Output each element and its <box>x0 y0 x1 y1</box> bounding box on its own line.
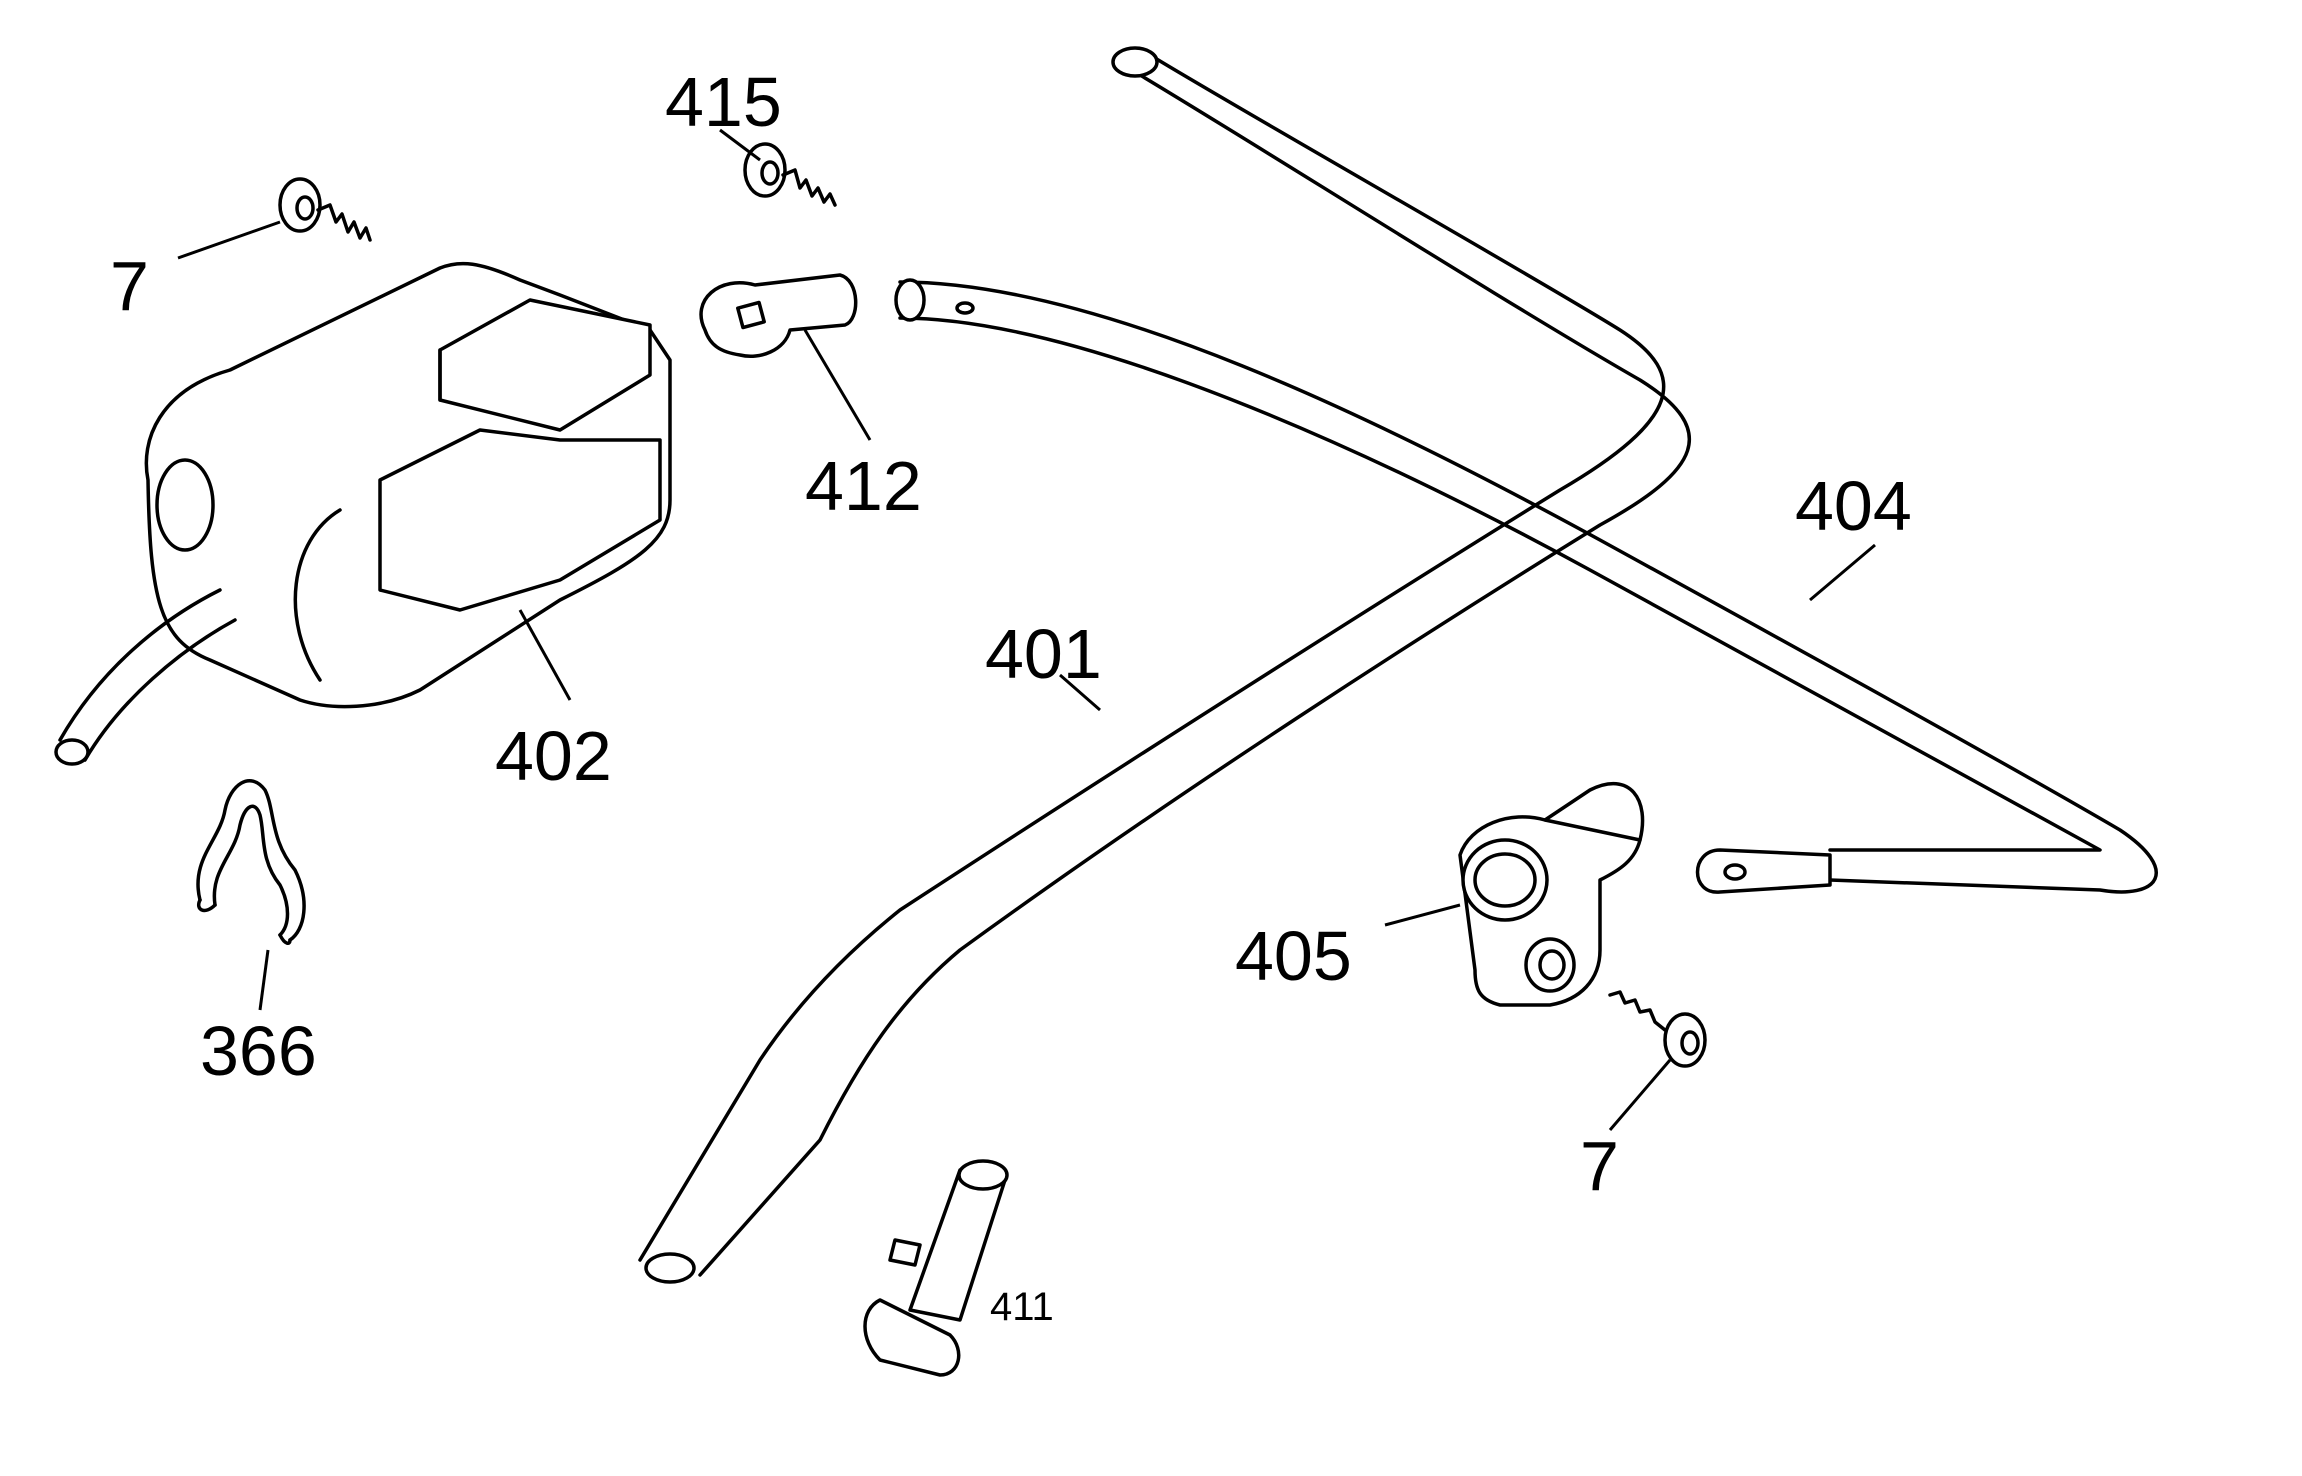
callout-bracket-405: 405 <box>1235 917 1352 995</box>
rod-eye-end <box>1695 848 1832 894</box>
tube-end-top <box>1111 46 1159 78</box>
handle-bar-401 <box>638 46 1692 1284</box>
callout-knob-411: 411 <box>990 1285 1054 1329</box>
cable-end <box>54 738 90 766</box>
callout-screw-lower-right: 7 <box>1580 1127 1619 1205</box>
callout-cable-clip-366: 366 <box>200 1012 317 1090</box>
rod-hole <box>955 301 975 315</box>
leader-lines <box>177 128 1876 1131</box>
callout-control-rod-404: 404 <box>1795 467 1912 545</box>
switch-front-block <box>378 428 662 612</box>
screw-415 <box>743 142 837 207</box>
knob-411 <box>863 1159 1009 1377</box>
callout-screw-415: 415 <box>665 63 782 141</box>
callout-lever-412: 412 <box>805 447 922 525</box>
switch-box-402 <box>54 261 672 766</box>
cable-clip-366 <box>196 779 306 945</box>
screw-7-top <box>278 177 372 242</box>
lever-412 <box>699 273 858 358</box>
bracket-405 <box>1458 782 1645 1007</box>
tube-end-bottom <box>644 1252 696 1284</box>
callout-screw-top-left: 7 <box>110 247 149 325</box>
control-rod-404 <box>894 278 2158 894</box>
rod-end <box>894 278 926 322</box>
cable-hole <box>155 458 215 552</box>
callout-switch-box-402: 402 <box>495 717 612 795</box>
screw-7-lower <box>1608 990 1707 1068</box>
callout-handle-bar-401: 401 <box>985 615 1102 693</box>
